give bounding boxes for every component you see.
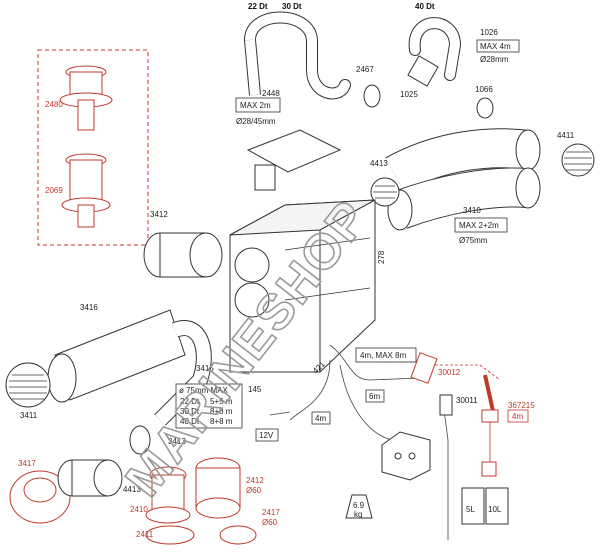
main-duct-pair xyxy=(385,128,541,231)
weight-value: 6.9 xyxy=(353,501,365,510)
spec-box-max22m xyxy=(454,217,508,233)
spec-box-max2m xyxy=(235,97,281,113)
label-2417: 2417 xyxy=(262,508,280,517)
duct-bends-left xyxy=(244,11,381,108)
duct-length-table xyxy=(175,383,243,429)
label-2467: 2467 xyxy=(356,65,374,74)
spec-box-max4m xyxy=(476,39,520,53)
label-3412: 3412 xyxy=(150,210,168,219)
spec-d28: Ø28mm xyxy=(480,55,509,64)
spec-max2m: MAX 2m xyxy=(240,101,271,110)
spec-box-4m xyxy=(311,411,331,425)
heater-unit xyxy=(229,129,376,373)
duct-row-3-len: 8+8 m xyxy=(210,417,233,426)
grille-4413 xyxy=(370,177,400,207)
spec-red-4m: 4m xyxy=(512,412,523,421)
duct-row-3-angle: 40 Dt xyxy=(180,417,200,426)
label-3417: 3417 xyxy=(18,459,36,468)
spec-box-red-4m xyxy=(507,409,529,423)
label-2448: 2448 xyxy=(262,89,280,98)
label-22-dt: 22 Dt xyxy=(248,2,268,11)
label-4413-b: 4413 xyxy=(123,485,141,494)
duct-row-2-angle: 30 Dt xyxy=(180,407,200,416)
spec-max22m: MAX 2+2m xyxy=(459,221,499,230)
label-3416: 3416 xyxy=(80,303,98,312)
grille-4411 xyxy=(561,143,595,177)
label-d60-b: Ø60 xyxy=(262,518,278,527)
label-4411: 4411 xyxy=(557,131,575,140)
label-3410: 3410 xyxy=(463,206,481,215)
spec-4m: 4m xyxy=(315,414,326,423)
hose-3413 xyxy=(129,425,151,455)
label-d60-a: Ø60 xyxy=(246,486,262,495)
label-4413: 4413 xyxy=(370,159,388,168)
duct-bends-right xyxy=(407,17,494,119)
label-1026: 1026 xyxy=(480,28,498,37)
exhaust-fittings-red xyxy=(145,457,257,545)
duct-3412 xyxy=(143,232,223,278)
label-1025: 1025 xyxy=(400,90,418,99)
spec-d2845: Ø28/45mm xyxy=(236,117,276,126)
skin-fitting-3417 xyxy=(9,470,71,524)
label-2480: 2480 xyxy=(45,100,63,109)
label-3411: 3411 xyxy=(20,411,38,420)
weight-icon xyxy=(345,494,373,519)
duct-table-header: ø 75mm MAX xyxy=(179,386,229,395)
silencer-3416 xyxy=(47,309,212,426)
can-5l: 5L xyxy=(466,505,475,514)
label-2411: 2411 xyxy=(136,530,154,539)
roof-outlet-group xyxy=(37,49,149,246)
fuel-pump xyxy=(410,352,453,416)
spec-12v: 12V xyxy=(259,431,274,440)
duct-row-1-angle: 22 Dt xyxy=(180,397,200,406)
label-30011: 30011 xyxy=(456,396,478,405)
spec-box-4m-max8m xyxy=(355,347,417,363)
dim-height: 278 xyxy=(377,250,386,264)
grille-3411 xyxy=(5,362,51,408)
spec-6m: 6m xyxy=(369,392,380,401)
fuel-cans xyxy=(461,487,509,525)
label-30-dt: 30 Dt xyxy=(282,2,302,11)
label-1066: 1066 xyxy=(475,85,493,94)
spec-box-6m xyxy=(365,389,385,403)
label-2069: 2069 xyxy=(45,186,63,195)
spec-d75: Ø75mm xyxy=(459,236,488,245)
duct-row-2-len: 8+8 m xyxy=(210,407,233,416)
control-panel xyxy=(381,431,431,481)
label-3413: 3413 xyxy=(168,437,186,446)
pipe-segment xyxy=(57,459,123,497)
spec-4m-max8m: 4m, MAX 8m xyxy=(360,351,407,360)
label-2410: 2410 xyxy=(130,505,148,514)
weight-unit: kg xyxy=(354,510,362,519)
dim-width: 145 xyxy=(248,385,262,394)
label-3415: 3415 xyxy=(196,364,214,373)
spec-max4m: MAX 4m xyxy=(480,42,511,51)
label-2412: 2412 xyxy=(246,476,264,485)
duct-row-1-len: 5+5 m xyxy=(210,397,233,406)
label-40-dt: 40 Dt xyxy=(415,2,435,11)
label-30012: 30012 xyxy=(438,368,461,377)
spec-box-12v xyxy=(255,428,279,442)
label-367215: 367215 xyxy=(508,401,535,410)
fuel-standpipe xyxy=(481,374,499,477)
can-10l: 10L xyxy=(488,505,502,514)
